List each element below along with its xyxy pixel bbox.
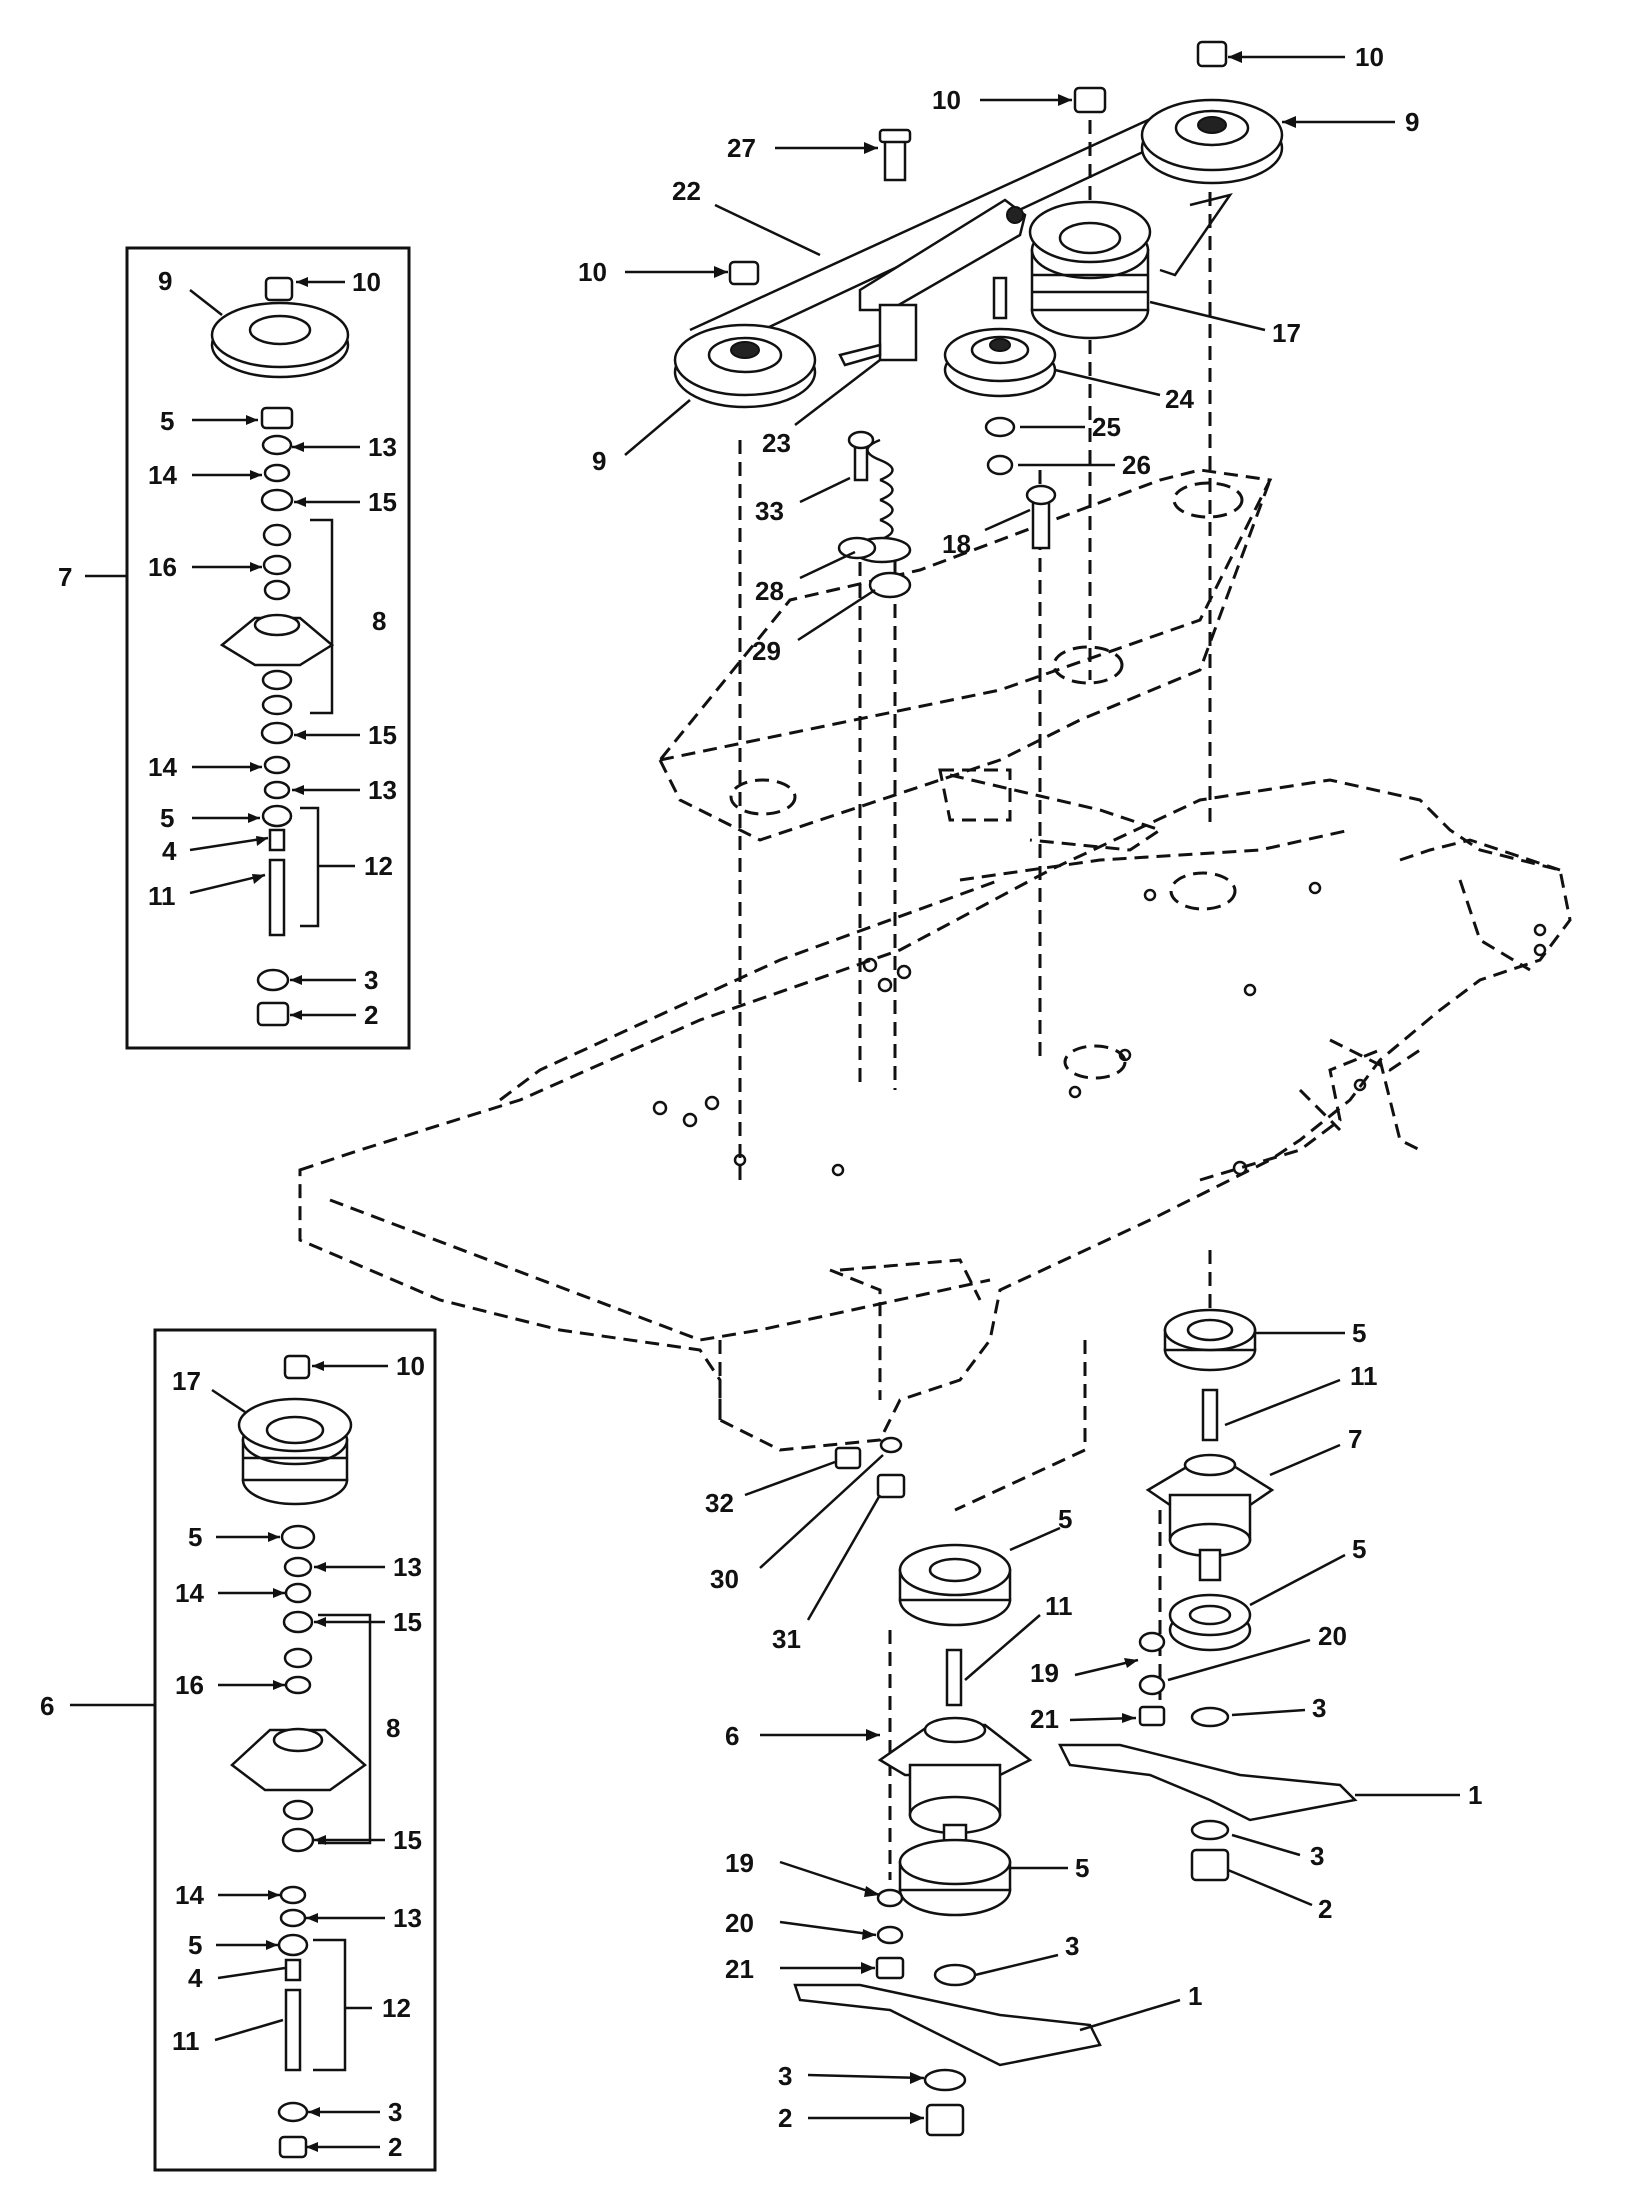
callout-26: 26 (1122, 450, 1151, 480)
callout-11: 11 (1045, 1591, 1073, 1621)
callout-6: 6 (725, 1721, 739, 1751)
callout-10: 10 (578, 257, 607, 287)
callout-10: 10 (352, 267, 381, 297)
mower-deck (298, 468, 1572, 1452)
callout-14: 14 (175, 1880, 204, 1910)
callout-3: 3 (1312, 1693, 1326, 1723)
callout-13: 13 (393, 1903, 422, 1933)
callout-11: 11 (148, 881, 176, 911)
callout-2: 2 (778, 2103, 792, 2133)
callout-10: 10 (396, 1351, 425, 1381)
callout-9: 9 (158, 266, 172, 296)
callout-18: 18 (942, 529, 971, 559)
callout-16: 16 (175, 1670, 204, 1700)
callout-13: 13 (368, 775, 397, 805)
callout-4: 4 (188, 1963, 203, 1993)
callout-7: 7 (58, 562, 72, 592)
callout-4: 4 (162, 836, 177, 866)
callout-11: 11 (172, 2026, 200, 2056)
center-spindle-assembly (793, 1436, 1102, 2137)
callout-33: 33 (755, 496, 784, 526)
callout-20: 20 (1318, 1621, 1347, 1651)
callout-17: 17 (172, 1366, 201, 1396)
callout-15: 15 (393, 1825, 422, 1855)
callout-6: 6 (40, 1691, 54, 1721)
callout-12: 12 (364, 851, 393, 881)
callout-10: 10 (932, 85, 961, 115)
callout-14: 14 (148, 752, 177, 782)
callout-3: 3 (388, 2097, 402, 2127)
callout-3: 3 (1310, 1841, 1324, 1871)
callout-25: 25 (1092, 412, 1121, 442)
callout-2: 2 (364, 1000, 378, 1030)
alignment-lines (738, 120, 1212, 1880)
callout-9: 9 (1405, 107, 1419, 137)
callout-19: 19 (1030, 1658, 1059, 1688)
callout-15: 15 (368, 487, 397, 517)
callout-27: 27 (727, 133, 756, 163)
callout-15: 15 (393, 1607, 422, 1637)
callout-16: 16 (148, 552, 177, 582)
callout-15: 15 (368, 720, 397, 750)
callout-1: 1 (1468, 1780, 1482, 1810)
callout-5: 5 (1058, 1504, 1072, 1534)
inset-box-7 (85, 246, 411, 1050)
callout-9: 9 (592, 446, 606, 476)
callout-21: 21 (1030, 1704, 1059, 1734)
callout-2: 2 (1318, 1894, 1332, 1924)
callout-5: 5 (160, 803, 174, 833)
callout-12: 12 (382, 1993, 411, 2023)
callout-5: 5 (1075, 1853, 1089, 1883)
callout-23: 23 (762, 428, 791, 458)
callout-5: 5 (1352, 1534, 1366, 1564)
callout-17: 17 (1272, 318, 1301, 348)
callouts: 10 9 10 27 22 10 17 24 9 23 25 26 33 18 … (40, 42, 1482, 2162)
callout-29: 29 (752, 636, 781, 666)
callout-5: 5 (188, 1522, 202, 1552)
callout-3: 3 (364, 965, 378, 995)
top-assembly (673, 40, 1284, 599)
inset-box-6 (70, 1328, 437, 2172)
callout-7: 7 (1348, 1424, 1362, 1454)
callout-30: 30 (710, 1564, 739, 1594)
callout-32: 32 (705, 1488, 734, 1518)
callout-8: 8 (386, 1713, 400, 1743)
callout-13: 13 (393, 1552, 422, 1582)
callout-5: 5 (160, 406, 174, 436)
callout-19: 19 (725, 1848, 754, 1878)
callout-14: 14 (148, 460, 177, 490)
callout-11: 11 (1350, 1361, 1378, 1391)
callout-22: 22 (672, 176, 701, 206)
callout-28: 28 (755, 576, 784, 606)
callout-5: 5 (1352, 1318, 1366, 1348)
callout-24: 24 (1165, 384, 1194, 414)
callout-1: 1 (1188, 1981, 1202, 2011)
callout-3: 3 (1065, 1931, 1079, 1961)
right-spindle-assembly (1057, 1308, 1358, 1882)
callout-20: 20 (725, 1908, 754, 1938)
callout-21: 21 (725, 1954, 754, 1984)
callout-31: 31 (772, 1624, 801, 1654)
callout-14: 14 (175, 1578, 204, 1608)
callout-5: 5 (188, 1930, 202, 1960)
callout-8: 8 (372, 606, 386, 636)
callout-2: 2 (388, 2132, 402, 2162)
callout-3: 3 (778, 2061, 792, 2091)
callout-13: 13 (368, 432, 397, 462)
callout-10: 10 (1355, 42, 1384, 72)
